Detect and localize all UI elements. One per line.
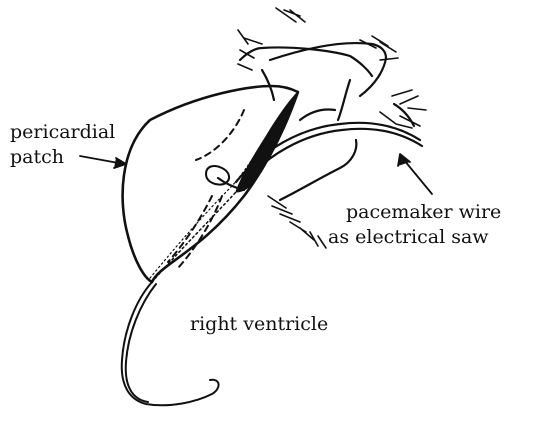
pericardial-patch [123, 86, 298, 282]
label-pericardial: pericardial [10, 121, 115, 143]
label-electrical-saw: as electrical saw [328, 226, 489, 248]
label-patch: patch [10, 146, 64, 168]
label-pacemaker-wire: pacemaker wire [346, 201, 501, 223]
label-right-ventricle: right ventricle [190, 313, 328, 335]
suture-thread [122, 282, 219, 405]
